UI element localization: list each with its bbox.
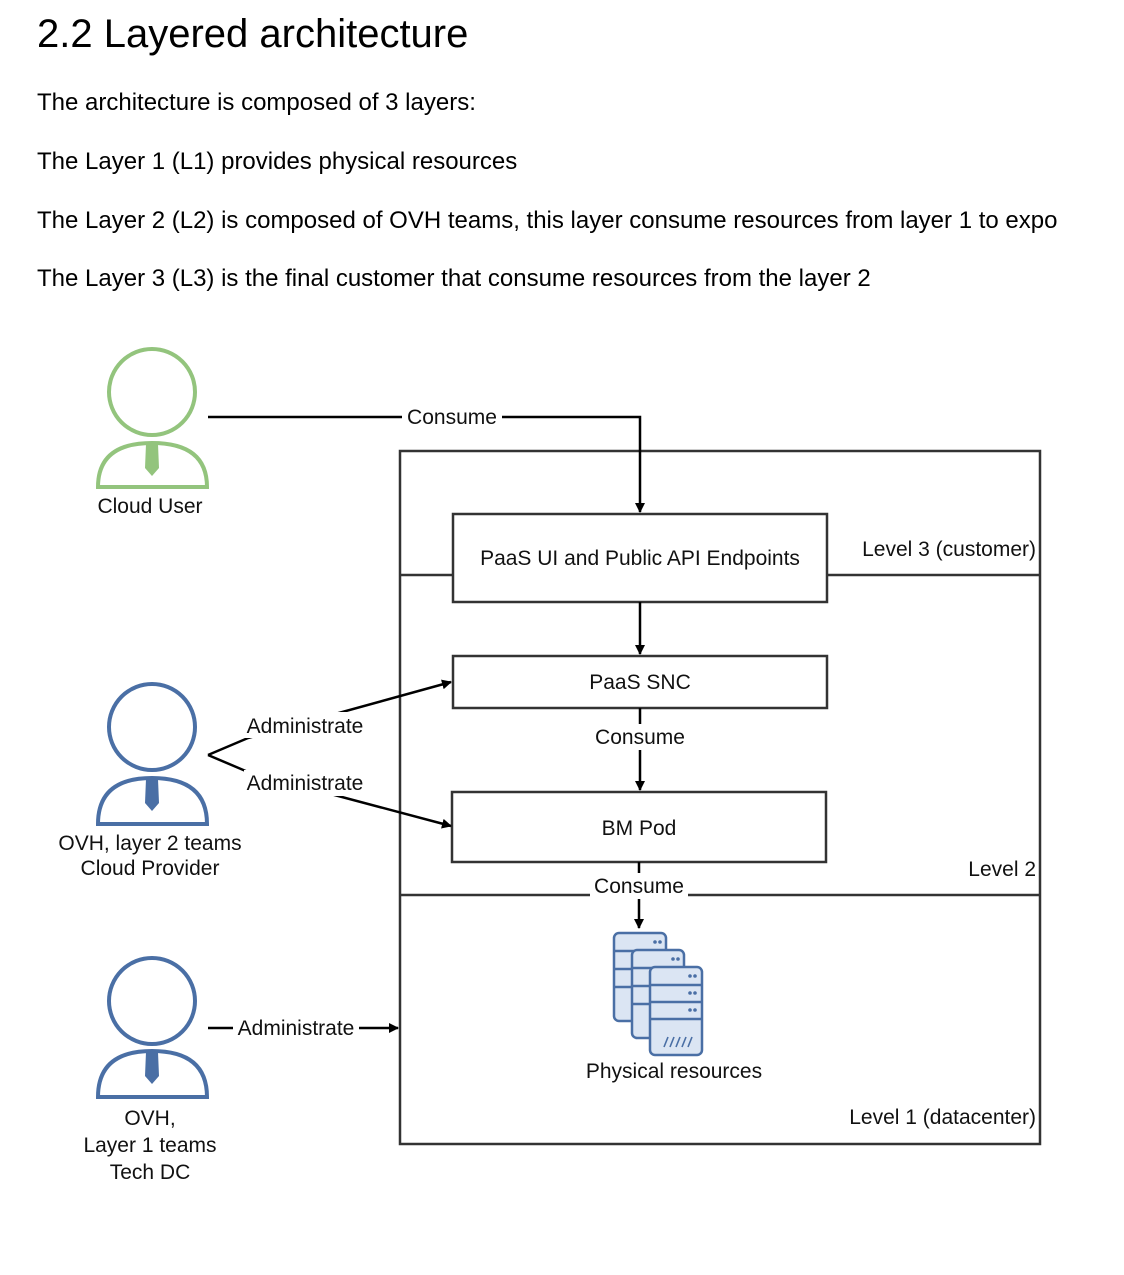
paas-ui-box [451,512,829,604]
cloud-user-icon [95,347,210,489]
paas-snc-box [451,654,829,710]
level1-label: Level 1 (datacenter) [849,1106,1036,1129]
level2-label: Level 2 [968,858,1036,881]
paas-ui-label: PaaS UI and Public API Endpoints [480,547,800,570]
bm-pod-label: BM Pod [602,817,677,840]
layer1-teams-icon [95,956,210,1099]
bm-pod-box [450,790,828,864]
edge-admin-bm-label: Administrate [247,772,364,795]
paas-snc-label: PaaS SNC [589,671,691,694]
layer2-teams-icon [95,682,210,826]
page-heading: 2.2 Layered architecture [37,12,469,56]
paragraph-layer1: The Layer 1 (L1) provides physical resou… [37,148,518,175]
edge-snc-bm-label: Consume [595,726,685,749]
edge-admin-dc-label: Administrate [238,1017,355,1040]
layers-container [398,449,1042,1146]
layer1-teams-label-line1: OVH, [124,1107,175,1130]
level3-label: Level 3 (customer) [862,538,1036,561]
cloud-user-label: Cloud User [97,495,202,518]
paragraph-layer3: The Layer 3 (L3) is the final customer t… [37,265,871,292]
edge-bm-physical-label: Consume [594,875,684,898]
layer2-teams-label-line1: OVH, layer 2 teams [58,832,241,855]
edge-user-consume [208,415,645,513]
layer2-teams-label-line2: Cloud Provider [81,857,220,880]
edge-user-consume-label: Consume [407,406,497,429]
edge-admin-snc-label: Administrate [247,715,364,738]
physical-resources-label: Physical resources [586,1060,762,1083]
paragraph-intro: The architecture is composed of 3 layers… [37,89,476,116]
layer1-teams-label-line2: Layer 1 teams [83,1134,216,1157]
server-stack-icon [612,931,704,1057]
layer1-teams-label-line3: Tech DC [110,1161,191,1184]
paragraph-layer2: The Layer 2 (L2) is composed of OVH team… [37,207,1058,234]
